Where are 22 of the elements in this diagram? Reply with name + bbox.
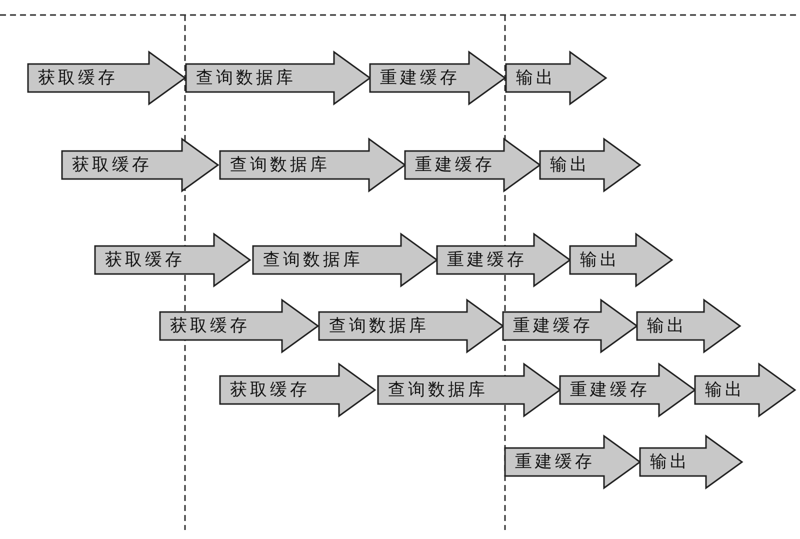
- step-label: 获取缓存: [38, 67, 118, 90]
- step-label: 查询数据库: [388, 379, 488, 402]
- step-label: 获取缓存: [105, 249, 185, 272]
- step-label: 输出: [650, 451, 690, 474]
- step-label: 查询数据库: [230, 154, 330, 177]
- step-label: 重建缓存: [515, 451, 595, 474]
- step-label: 输出: [550, 154, 590, 177]
- step-label: 输出: [580, 249, 620, 272]
- step-label: 输出: [516, 67, 556, 90]
- step-label: 获取缓存: [230, 379, 310, 402]
- step-label: 重建缓存: [570, 379, 650, 402]
- step-label: 重建缓存: [513, 315, 593, 338]
- step-label: 获取缓存: [72, 154, 152, 177]
- step-label: 重建缓存: [380, 67, 460, 90]
- step-label: 重建缓存: [415, 154, 495, 177]
- step-label: 查询数据库: [329, 315, 429, 338]
- step-label: 查询数据库: [263, 249, 363, 272]
- step-label: 查询数据库: [196, 67, 296, 90]
- step-label: 输出: [705, 379, 745, 402]
- step-label: 重建缓存: [447, 249, 527, 272]
- step-label: 输出: [647, 315, 687, 338]
- step-label: 获取缓存: [170, 315, 250, 338]
